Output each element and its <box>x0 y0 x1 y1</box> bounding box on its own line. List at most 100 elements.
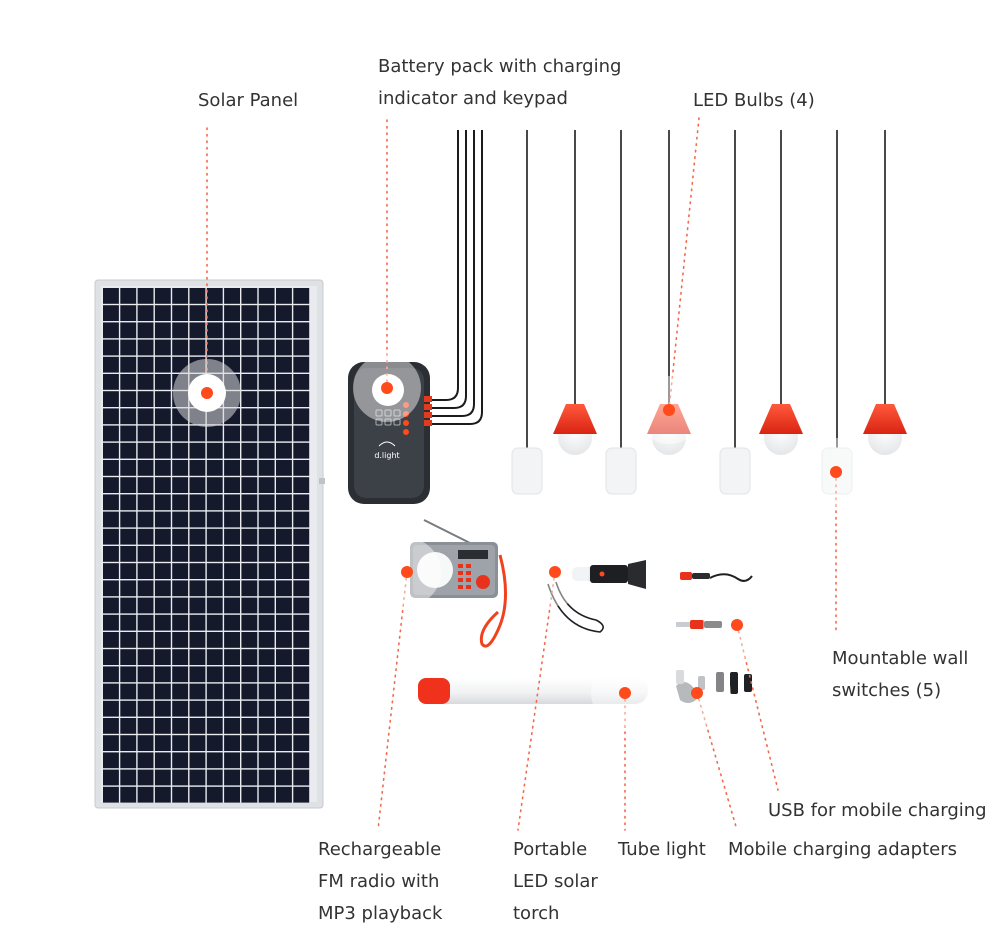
solar-cell <box>276 683 292 700</box>
solar-cell <box>206 786 223 803</box>
solar-cell <box>120 597 137 614</box>
solar-cell <box>172 339 189 356</box>
solar-cell <box>120 494 137 511</box>
solar-cell <box>189 632 206 648</box>
solar-cell <box>120 632 137 648</box>
solar-cell <box>189 477 206 493</box>
solar-cell <box>137 752 154 769</box>
solar-cell <box>241 305 258 321</box>
leader-line <box>696 692 738 831</box>
solar-cell <box>258 322 275 339</box>
led-bulb-icon <box>759 404 803 434</box>
solar-cell <box>241 683 258 700</box>
solar-cell <box>103 305 119 321</box>
solar-cell <box>137 408 154 425</box>
solar-cell <box>293 735 310 751</box>
solar-cell <box>120 614 137 631</box>
solar-cell <box>206 477 223 493</box>
wall-switch-icon <box>605 447 637 495</box>
torch-icon <box>547 560 646 633</box>
solar-cell <box>154 597 171 614</box>
label-battery-pack-line2: indicator and keypad <box>378 88 568 109</box>
solar-cell <box>120 305 137 321</box>
led-bulb-icon <box>553 404 597 434</box>
solar-cell <box>206 339 223 356</box>
solar-cell <box>120 700 137 717</box>
solar-cell <box>258 528 275 545</box>
solar-cell <box>241 322 258 339</box>
solar-cell <box>137 614 154 631</box>
label-led-bulbs-text: LED Bulbs (4) <box>693 90 815 111</box>
solar-cell <box>172 700 189 717</box>
solar-cell <box>206 288 223 304</box>
solar-cell <box>120 477 137 493</box>
solar-cell <box>103 477 119 493</box>
solar-cell <box>137 735 154 751</box>
solar-cell <box>293 460 310 476</box>
solar-cell <box>206 769 223 786</box>
marker-dot <box>830 466 842 478</box>
solar-cell <box>172 528 189 545</box>
solar-cell <box>293 305 310 321</box>
solar-cell <box>276 700 292 717</box>
solar-cell <box>276 546 292 562</box>
solar-cell <box>276 614 292 631</box>
label-radio-line1: Rechargeable <box>318 839 442 860</box>
solar-cell <box>120 546 137 562</box>
solar-cell <box>241 614 258 631</box>
solar-cell <box>120 528 137 545</box>
solar-cell <box>224 494 240 511</box>
solar-cell <box>189 425 206 442</box>
solar-cell <box>103 288 119 304</box>
solar-cell <box>189 442 206 459</box>
solar-cell <box>258 666 275 683</box>
label-torch-line1: Portable <box>513 839 588 860</box>
solar-cell <box>224 666 240 683</box>
solar-cell <box>241 597 258 614</box>
solar-cell <box>154 666 171 683</box>
solar-cell <box>154 700 171 717</box>
solar-cell <box>120 769 137 786</box>
solar-cell <box>137 718 154 734</box>
solar-cell <box>224 322 240 339</box>
solar-cell <box>224 700 240 717</box>
solar-cell <box>258 563 275 579</box>
solar-cell <box>154 683 171 700</box>
marker-dot <box>401 566 413 578</box>
solar-cell <box>206 563 223 579</box>
solar-cell <box>276 718 292 734</box>
solar-cell <box>103 683 119 700</box>
solar-cell <box>276 580 292 597</box>
solar-cell <box>172 752 189 769</box>
solar-cell <box>103 632 119 648</box>
solar-cell <box>224 786 240 803</box>
solar-cell <box>172 580 189 597</box>
label-tube-light: Tube light <box>618 834 706 866</box>
solar-cell <box>206 460 223 476</box>
solar-cell <box>276 374 292 390</box>
solar-cell <box>276 322 292 339</box>
solar-cell <box>154 477 171 493</box>
solar-cell <box>154 632 171 648</box>
leader-line <box>668 117 700 411</box>
solar-cell <box>189 597 206 614</box>
label-wall-switches-line2: switches (5) <box>832 680 942 701</box>
solar-cell <box>258 339 275 356</box>
solar-cell <box>276 460 292 476</box>
solar-cell <box>224 546 240 562</box>
solar-cell <box>172 511 189 528</box>
solar-cell <box>241 460 258 476</box>
solar-cell <box>189 528 206 545</box>
solar-cell <box>154 752 171 769</box>
solar-cell <box>137 769 154 786</box>
solar-cell <box>120 735 137 751</box>
solar-cell <box>189 546 206 562</box>
label-torch-line2: LED solar <box>513 871 598 892</box>
solar-cell <box>103 718 119 734</box>
solar-cell <box>172 494 189 511</box>
label-radio: Rechargeable FM radio with MP3 playback <box>318 834 442 930</box>
solar-cell <box>258 460 275 476</box>
solar-cell <box>154 718 171 734</box>
adapter-icon <box>676 670 752 703</box>
solar-cell <box>258 305 275 321</box>
